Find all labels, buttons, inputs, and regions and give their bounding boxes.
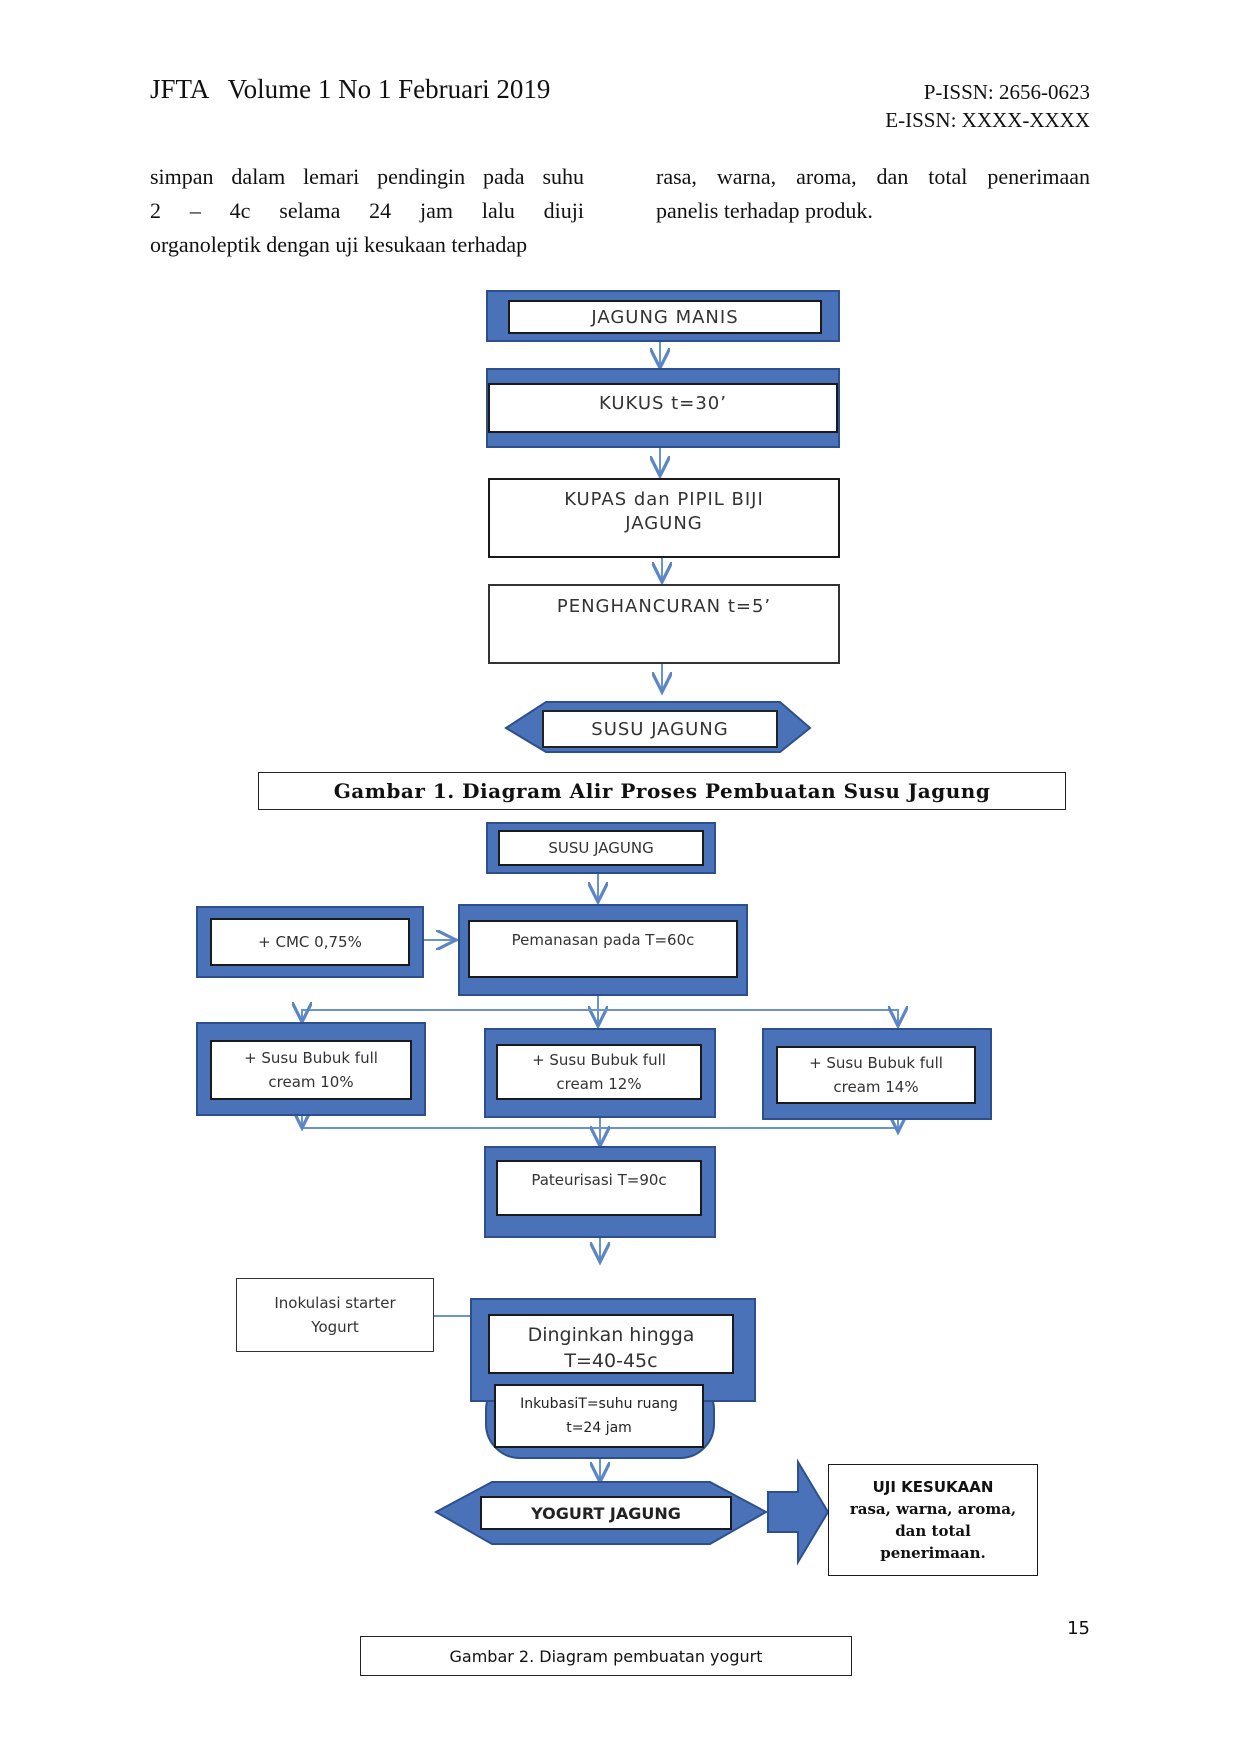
box-heat: Pemanasan pada T=60c [468, 920, 738, 978]
incub-line1: InkubasiT=suhu ruang [520, 1396, 678, 1412]
milk10-line2: cream 10% [268, 1073, 354, 1091]
box-past: Pateurisasi T=90c [496, 1160, 702, 1216]
inok-line2: Yogurt [311, 1318, 359, 1336]
left-column: simpan dalam lemari pendingin pada suhu … [150, 160, 584, 262]
uji-line2: rasa, warna, aroma, [849, 1500, 1017, 1518]
uji-line4: penerimaan. [880, 1544, 986, 1562]
box-inokulasi: Inokulasi starter Yogurt [236, 1278, 434, 1352]
milk14-line1: + Susu Bubuk full [809, 1054, 943, 1072]
box-milk12: + Susu Bubuk full cream 12% [496, 1044, 702, 1100]
block-arrow [767, 1458, 830, 1566]
box-incubation: InkubasiT=suhu ruang t=24 jam [494, 1384, 704, 1448]
box-kupas-line1: KUPAS dan PIPIL BIJI [564, 489, 764, 510]
incub-line2: t=24 jam [566, 1420, 632, 1436]
cool-line2: T=40-45c [564, 1350, 658, 1372]
box-milk10: + Susu Bubuk full cream 10% [210, 1040, 412, 1100]
box-susu-jagung: SUSU JAGUNG [542, 710, 778, 748]
left-line-1: simpan dalam lemari pendingin pada suhu [150, 164, 584, 189]
left-line-2: 2 – 4c selama 24 jam lalu diuji [150, 198, 584, 223]
box-cmc: + CMC 0,75% [210, 918, 410, 966]
split-line [301, 1009, 899, 1018]
left-line-3: organoleptik dengan uji kesukaan terhada… [150, 232, 528, 257]
box-uji-kesukaan: UJI KESUKAAN rasa, warna, aroma, dan tot… [828, 1464, 1038, 1576]
uji-line3: dan total [895, 1522, 971, 1540]
box-kukus: KUKUS t=30’ [488, 383, 838, 433]
uji-line1: UJI KESUKAAN [872, 1478, 994, 1496]
right-column: rasa, warna, aroma, dan total penerimaan… [656, 160, 1090, 228]
page-number: 15 [1067, 1618, 1090, 1639]
p-issn: P-ISSN: 2656-0623 [923, 80, 1090, 104]
box-cool: Dinginkan hingga T=40-45c [488, 1314, 734, 1374]
box-kupas-line2: JAGUNG [625, 513, 703, 534]
journal-header: JFTA Volume 1 No 1 Februari 2019 [150, 74, 551, 104]
box-yogurt-jagung: YOGURT JAGUNG [480, 1496, 732, 1530]
right-line-2: panelis terhadap produk. [656, 198, 873, 223]
box-milk14: + Susu Bubuk full cream 14% [776, 1046, 976, 1104]
milk14-line2: cream 14% [833, 1078, 919, 1096]
figure-2-caption: Gambar 2. Diagram pembuatan yogurt [360, 1636, 852, 1676]
right-line-1: rasa, warna, aroma, dan total penerimaan [656, 164, 1090, 189]
milk12-line1: + Susu Bubuk full [532, 1051, 666, 1069]
e-issn: E-ISSN: XXXX-XXXX [885, 108, 1090, 132]
box-kupas: KUPAS dan PIPIL BIJI JAGUNG [488, 478, 840, 558]
inok-line1: Inokulasi starter [274, 1294, 396, 1312]
figure-1-caption: Gambar 1. Diagram Alir Proses Pembuatan … [258, 772, 1066, 810]
cool-line1: Dinginkan hingga [527, 1324, 695, 1346]
box-susu-start: SUSU JAGUNG [498, 830, 704, 866]
box-jagung-manis: JAGUNG MANIS [508, 300, 822, 334]
box-penghancuran: PENGHANCURAN t=5’ [488, 584, 840, 664]
milk12-line2: cream 12% [556, 1075, 642, 1093]
milk10-line1: + Susu Bubuk full [244, 1049, 378, 1067]
